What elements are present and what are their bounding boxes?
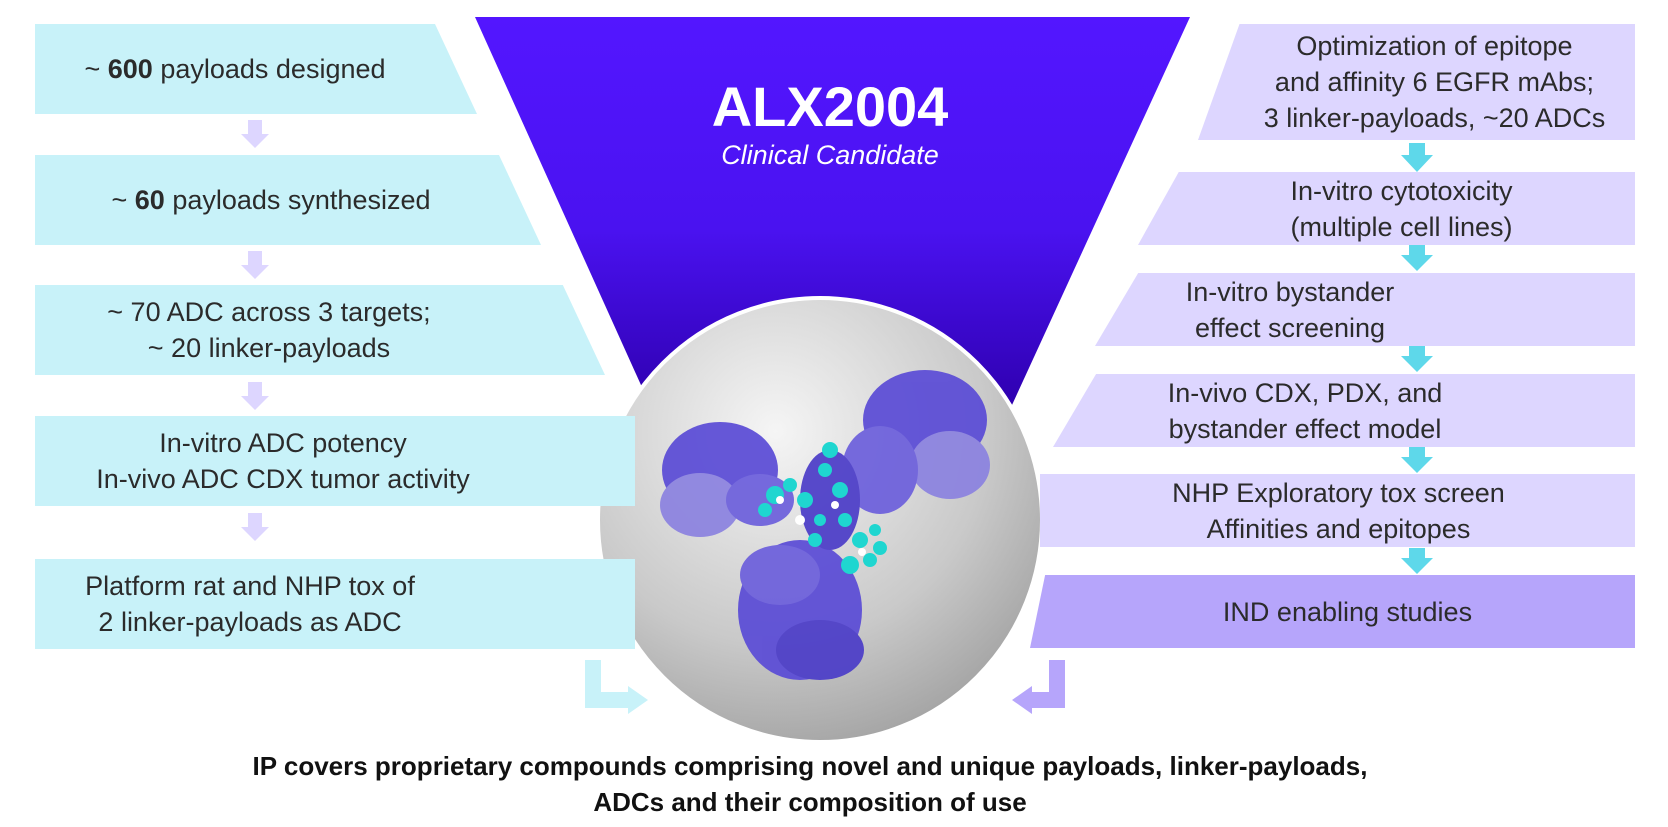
right-step-4: In-vivo CDX, PDX, and bystander effect m… xyxy=(1053,374,1635,447)
down-arrow-icon xyxy=(241,251,269,279)
down-arrow-icon xyxy=(1401,346,1433,372)
antibody-molecule-icon xyxy=(660,370,990,680)
left-step-1: ~ 600 payloads designed xyxy=(35,24,477,114)
right-step-2: In-vitro cytotoxicity (multiple cell lin… xyxy=(1138,172,1635,245)
left-step-2: ~ 60 payloads synthesized xyxy=(35,155,541,245)
right-flow-arrows xyxy=(1401,143,1433,574)
candidate-subtitle: Clinical Candidate xyxy=(721,140,939,170)
left-corner-arrow-icon xyxy=(585,660,648,714)
down-arrow-icon xyxy=(1401,245,1433,271)
left-step-5: Platform rat and NHP tox of 2 linker-pay… xyxy=(35,559,635,649)
down-arrow-icon xyxy=(1401,447,1433,473)
down-arrow-icon xyxy=(241,120,269,148)
ip-statement: IP covers proprietary compounds comprisi… xyxy=(252,751,1368,817)
funnel-shape xyxy=(475,17,1190,405)
left-step-4: In-vitro ADC potency In-vivo ADC CDX tum… xyxy=(35,416,635,506)
payload-molecules-icon xyxy=(758,442,887,574)
right-step-1: Optimization of epitope and affinity 6 E… xyxy=(1198,24,1635,140)
candidate-title: ALX2004 xyxy=(711,75,949,138)
right-step-6-ind-enabling: IND enabling studies xyxy=(1030,575,1635,648)
left-flow-arrows xyxy=(241,120,269,541)
down-arrow-icon xyxy=(1401,548,1433,574)
right-corner-arrow-icon xyxy=(1012,660,1065,714)
down-arrow-icon xyxy=(1401,143,1433,172)
right-step-3: In-vitro bystander effect screening xyxy=(1095,273,1635,346)
down-arrow-icon xyxy=(241,513,269,541)
down-arrow-icon xyxy=(241,382,269,410)
right-step-5: NHP Exploratory tox screen Affinities an… xyxy=(1040,474,1635,547)
left-step-3: ~ 70 ADC across 3 targets; ~ 20 linker-p… xyxy=(35,285,605,375)
